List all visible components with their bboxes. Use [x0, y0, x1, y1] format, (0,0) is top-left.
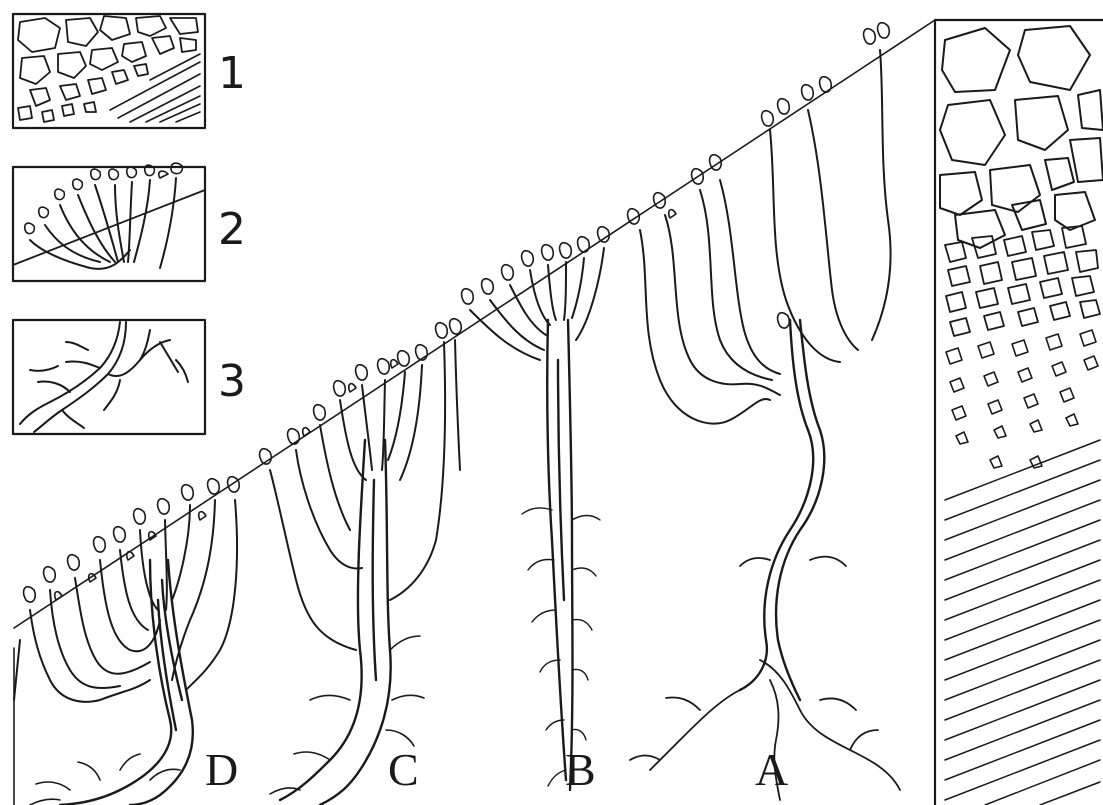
- legend-panel-2: 2: [13, 163, 246, 281]
- plant-a-main-stem: [740, 320, 824, 700]
- legend-panel-2-leaves: [25, 163, 183, 233]
- legend-panel-1-number: 1: [218, 48, 246, 99]
- legend-panel-3-frame: [13, 320, 205, 434]
- plant-b: B: [462, 227, 610, 795]
- plant-a-leaves: [628, 23, 890, 328]
- plant-b-stems: [470, 248, 604, 360]
- soil-profile-small-stones: [946, 330, 1098, 468]
- plant-d: D: [14, 477, 239, 805]
- soil-profile-large-stones: [940, 26, 1103, 248]
- soil-profile-layer-lines: [945, 440, 1100, 805]
- legend-panel-3: 3: [13, 320, 246, 434]
- soil-profile: [935, 20, 1103, 805]
- plant-a-label: A: [755, 744, 788, 795]
- legend-panel-1: 1: [13, 14, 246, 128]
- plant-d-label: D: [205, 744, 238, 795]
- legend-panel-3-number: 3: [218, 356, 246, 407]
- plant-d-leaves: [24, 477, 240, 602]
- plant-c-label: C: [388, 744, 419, 795]
- legend-panel-2-stems: [30, 178, 176, 269]
- legend-panel-2-number: 2: [218, 204, 246, 255]
- plant-a: A: [628, 23, 900, 800]
- legend-panel-1-soil-lines: [110, 54, 200, 122]
- plant-c-stems: [270, 340, 460, 650]
- plant-b-label: B: [565, 744, 596, 795]
- soil-profile-medium-stones: [945, 226, 1100, 336]
- plant-c-leaves: [260, 319, 462, 464]
- plant-a-stems: [640, 50, 891, 424]
- legend-panel-3-roots: [20, 322, 188, 432]
- plant-c: C: [260, 319, 462, 805]
- legend-panel-1-frame: [13, 14, 205, 128]
- plant-d-stems: [14, 500, 237, 702]
- plant-b-trunk: [547, 320, 572, 790]
